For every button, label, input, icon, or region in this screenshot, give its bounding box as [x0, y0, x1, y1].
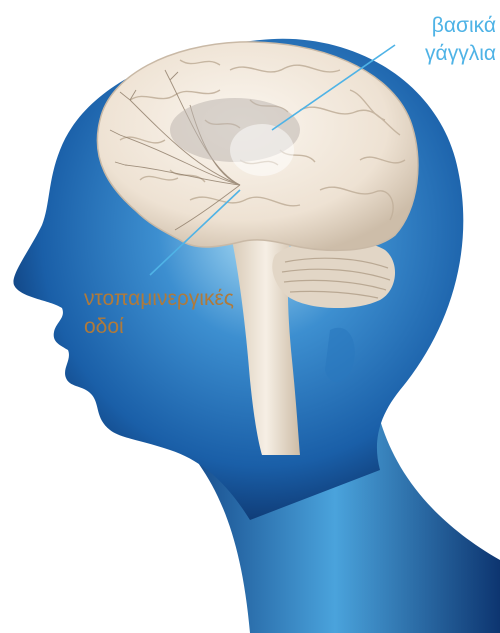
label-dopaminergic-pathways: ντοπαμινεργικές οδοί [84, 285, 304, 341]
label-basal-ganglia-line1: βασικά [396, 12, 496, 40]
label-dopaminergic-line1: ντοπαμινεργικές [84, 285, 304, 313]
label-dopaminergic-line2: οδοί [84, 313, 304, 341]
label-basal-ganglia-line2: γάγγλια [396, 40, 496, 68]
label-basal-ganglia: βασικά γάγγλια [396, 12, 496, 68]
